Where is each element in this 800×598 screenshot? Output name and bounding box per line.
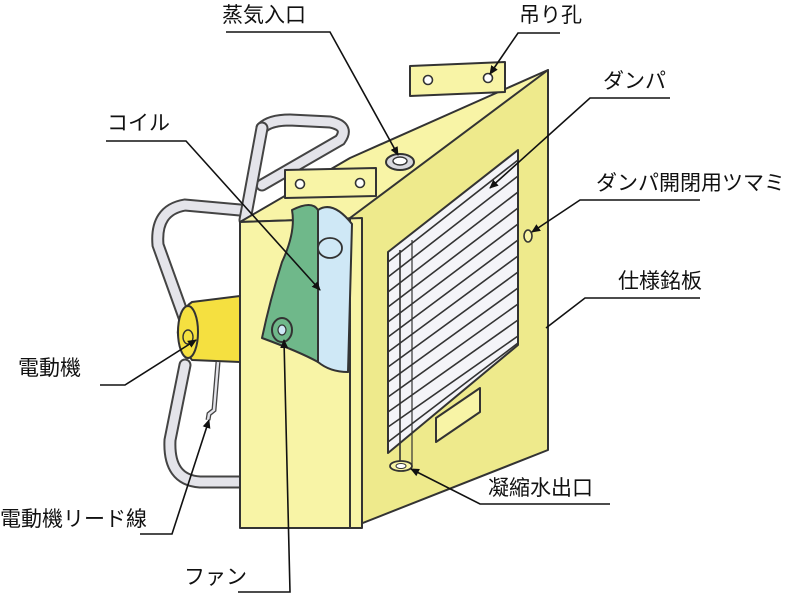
leader-steam-inlet <box>226 31 399 156</box>
leader-motor <box>100 339 197 386</box>
damper-knob-icon <box>523 229 533 243</box>
hanging-hole-icon <box>294 178 306 190</box>
leader-condensate <box>410 468 610 505</box>
steam-inlet <box>385 153 415 171</box>
coil-pipe <box>317 237 343 259</box>
label-condensate: 凝縮水出口 <box>488 476 593 500</box>
cutaway <box>261 204 353 373</box>
damper-louver <box>387 149 519 470</box>
leader-nameplate <box>545 297 700 329</box>
leader-lines <box>100 31 700 593</box>
leader-motor-lead <box>140 419 211 535</box>
hanging-hole-icon <box>422 74 434 86</box>
motor <box>176 295 241 363</box>
hanging-hole-icon <box>482 72 494 84</box>
labels: 蒸気入口 吊り孔 ダンパ コイル ダンパ開閉用ツマミ 仕様銘板 電動機 電動機リ… <box>0 3 785 589</box>
nameplate <box>435 387 481 443</box>
hanging-bracket-front <box>284 167 377 199</box>
label-fan: ファン <box>184 565 247 589</box>
leader-coil <box>106 140 321 291</box>
motor-support-frame <box>151 113 350 489</box>
label-damper: ダンパ <box>603 69 666 93</box>
hanging-bracket-rear <box>409 61 506 97</box>
label-steam-inlet: 蒸気入口 <box>222 3 306 27</box>
condensate-outlet <box>389 460 413 472</box>
label-damper-knob: ダンパ開閉用ツマミ <box>596 171 785 195</box>
hanging-hole-icon <box>354 177 366 189</box>
leader-damper <box>489 97 670 189</box>
leader-fan <box>238 339 291 593</box>
label-nameplate: 仕様銘板 <box>618 269 702 293</box>
label-motor-lead: 電動機リード線 <box>0 507 147 531</box>
label-hanging-hole: 吊り孔 <box>519 3 582 27</box>
leader-damper-knob <box>531 199 700 233</box>
label-motor: 電動機 <box>18 356 81 380</box>
label-coil: コイル <box>107 111 170 135</box>
leader-hanging-hole <box>489 32 560 75</box>
